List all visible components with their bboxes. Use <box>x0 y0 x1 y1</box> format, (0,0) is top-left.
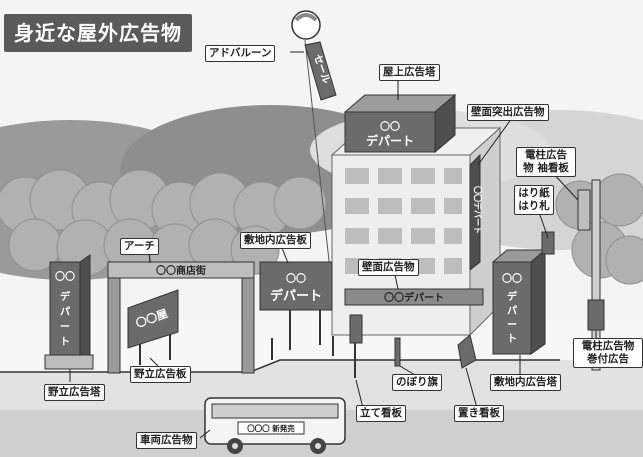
svg-text:〇〇〇 新発売: 〇〇〇 新発売 <box>247 423 295 433</box>
standing-sign <box>349 314 363 344</box>
label-standalone-tower: 野立広告塔 <box>44 384 105 401</box>
label-wall-projecting: 壁面突出広告物 <box>467 104 549 121</box>
trees <box>0 169 643 285</box>
wall-ad-band: 〇〇デパート <box>344 288 484 306</box>
wall-projecting-sign: 〇〇デパート <box>469 153 483 272</box>
svg-text:デ: デ <box>507 290 518 303</box>
page-title: 身近な屋外広告物 <box>4 14 192 52</box>
svg-text:デパート: デパート <box>270 288 322 304</box>
svg-text:〇〇デパート: 〇〇デパート <box>473 186 483 234</box>
label-vehicle-ad: 車両広告物 <box>136 432 197 449</box>
svg-text:ト: ト <box>60 336 70 348</box>
label-premise-board: 敷地内広告板 <box>240 232 311 249</box>
svg-text:ー: ー <box>60 322 70 333</box>
label-standalone-board: 野立広告板 <box>130 366 191 383</box>
label-pole-sleeve: 電柱広告物 袖看板 <box>516 147 576 177</box>
utility-pole <box>577 179 605 371</box>
svg-text:ー: ー <box>507 320 517 331</box>
premise-board: 〇〇 デパート <box>259 261 333 350</box>
label-ad-balloon: アドバルーン <box>205 45 276 62</box>
bus: 〇〇〇 新発売 <box>204 397 346 454</box>
svg-text:〇〇: 〇〇 <box>55 270 75 283</box>
label-standing-sign: 立て看板 <box>356 405 406 422</box>
label-arch: アーチ <box>120 238 159 255</box>
svg-text:パ: パ <box>507 305 517 317</box>
svg-text:〇〇: 〇〇 <box>502 272 522 285</box>
svg-text:ト: ト <box>507 333 517 345</box>
label-banner-flag: のぼり旗 <box>392 374 442 391</box>
label-poster: はり紙 はり札 <box>514 185 554 215</box>
rooftop-sign: 〇〇 デパート <box>343 93 457 154</box>
poster <box>541 231 555 255</box>
svg-text:パ: パ <box>60 306 70 318</box>
svg-text:デパート: デパート <box>366 133 414 148</box>
banner-flag <box>394 337 401 367</box>
label-premise-tower: 敷地内広告塔 <box>490 374 561 391</box>
label-wall-ad: 壁面広告物 <box>358 259 419 276</box>
svg-text:〇〇: 〇〇 <box>286 272 306 285</box>
standalone-tower: 〇〇 デ パ ー ト <box>44 254 94 370</box>
arch: 〇〇商店街 <box>107 261 255 374</box>
lane-line <box>0 359 560 373</box>
premise-tower: 〇〇 デ パ ー ト <box>491 248 547 355</box>
label-placed-sign: 置き看板 <box>454 405 504 422</box>
svg-text:〇〇: 〇〇 <box>380 120 400 133</box>
svg-text:〇〇商店街: 〇〇商店街 <box>156 264 206 277</box>
placed-sign <box>457 334 477 369</box>
label-pole-wrap: 電柱広告物 巻付広告 <box>573 338 643 368</box>
label-rooftop: 屋上広告塔 <box>379 64 440 81</box>
standalone-board: 〇〇屋 <box>127 289 179 365</box>
svg-text:〇〇デパート: 〇〇デパート <box>384 291 444 304</box>
svg-text:デ: デ <box>60 290 71 303</box>
